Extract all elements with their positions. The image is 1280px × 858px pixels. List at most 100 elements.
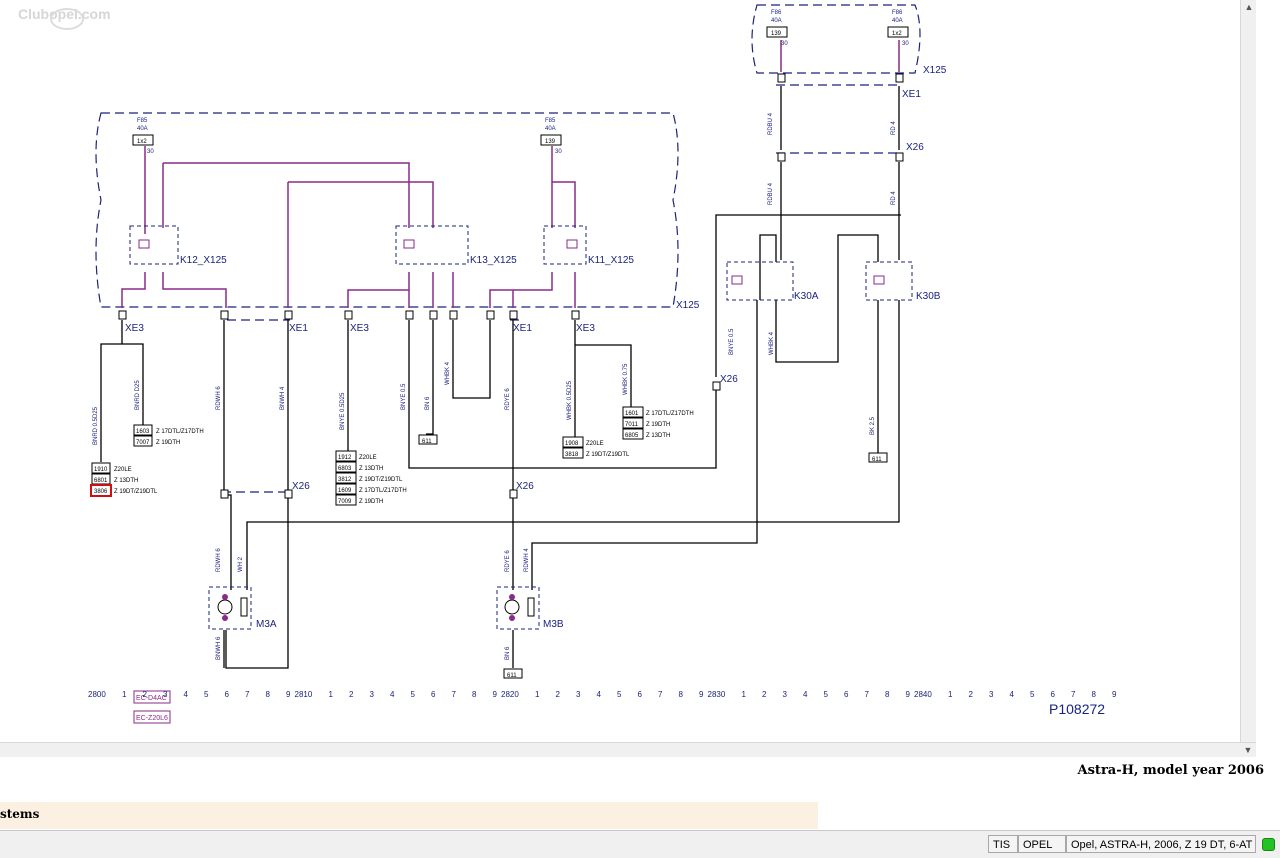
relay-label-k11: K11_X125: [588, 255, 634, 266]
motor-m3a: [208, 586, 252, 630]
option-engine: Z 19DT/Z19DTL: [586, 452, 630, 458]
fuse-pin: 30: [555, 149, 562, 155]
connector-label: X26: [292, 481, 310, 492]
equipment-tag: [133, 710, 171, 724]
scroll-up-icon[interactable]: ▲: [1244, 2, 1254, 12]
wire-label: WHBK 0.5D25: [567, 380, 573, 420]
option-engine: Z 13DTH: [114, 478, 138, 484]
ruler-label: 2840: [914, 690, 932, 699]
section-label[interactable]: stems: [0, 807, 40, 821]
ruler-digit: 2: [349, 690, 354, 699]
ruler-digit: 5: [204, 690, 209, 699]
ruler-digit: 9: [906, 690, 911, 699]
wire-label: BK 2.5: [870, 416, 876, 435]
connector-label: XE3: [350, 323, 369, 334]
connector-pins: [118, 73, 904, 499]
relay-label-k12: K12_X125: [180, 255, 227, 266]
fuse-terminal: 1x2: [892, 31, 902, 37]
ruler-digit: 9: [493, 690, 498, 699]
ruler-digit: 1: [329, 690, 334, 699]
option-engine: Z 17DTL/Z17DTH: [156, 429, 204, 435]
equipment-tag: [133, 690, 171, 704]
wire-label: RDBU 4: [768, 182, 774, 205]
wire-label: BN 6: [505, 646, 511, 660]
ground-label: 611: [422, 439, 432, 445]
option-engine: Z20LE: [359, 455, 377, 461]
option-table-2: 1603 Z 17DTL/Z17DTH 7007 Z 19DTH: [133, 424, 204, 447]
ruler-digit: 9: [1112, 690, 1117, 699]
option-engine: Z 13DTH: [646, 433, 670, 439]
option-engine: Z 13DTH: [359, 466, 383, 472]
ground-label: 611: [872, 457, 882, 463]
equipment-code: EC-Z20L6: [136, 715, 168, 722]
connection-status-icon: [1262, 838, 1275, 851]
wire-label: WHBK 4: [769, 331, 775, 355]
ruler-digit: 4: [390, 690, 395, 699]
option-engine: Z 17DTL/Z17DTH: [359, 488, 407, 494]
ground-label: 611: [507, 673, 517, 679]
ruler-digit: 8: [266, 690, 271, 699]
connector-label: X125: [676, 300, 700, 311]
fuse-name: F86: [771, 10, 782, 16]
scroll-down-icon[interactable]: ▼: [1243, 745, 1253, 755]
ruler-digit: 6: [225, 690, 230, 699]
option-table-1: 1910 Z20LE 6801 Z 13DTH 3806 Z 19DT/Z19D…: [90, 462, 158, 497]
diagram-id: P108272: [1049, 701, 1105, 717]
wire-label: WHBK 4: [445, 361, 451, 385]
connector-label: XE1: [289, 323, 308, 334]
connector-label: X26: [516, 481, 534, 492]
right-pane: [1256, 0, 1280, 830]
ruler-digit: 1: [948, 690, 953, 699]
ruler-digit: 3: [783, 690, 788, 699]
ruler-digit: 8: [679, 690, 684, 699]
option-code: 7007: [136, 440, 150, 446]
fuse-name: F85: [137, 118, 148, 124]
ruler-label: 2830: [708, 690, 726, 699]
ruler-digit: 4: [1010, 690, 1015, 699]
wire-label: RD 4: [891, 191, 897, 205]
wire-label: BNRD 0.5D25: [93, 406, 99, 445]
horizontal-scrollbar[interactable]: ▼: [0, 742, 1256, 757]
option-engine: Z20LE: [586, 441, 604, 447]
ruler-digit: 5: [411, 690, 416, 699]
option-engine: Z 19DT/Z19DTL: [359, 477, 403, 483]
ruler-digit: 3: [163, 690, 168, 699]
section-bar: [0, 802, 818, 829]
external-wiring: [100, 86, 901, 669]
relay-label-k30b: K30B: [916, 291, 941, 302]
diagram-viewer[interactable]: Clubopel.com: [0, 0, 1240, 742]
option-code: 1912: [338, 455, 352, 461]
ruler-digit: 7: [452, 690, 457, 699]
highlight-box: [90, 484, 112, 497]
ruler-digit: 7: [1071, 690, 1076, 699]
fuse-terminal: 1x2: [137, 139, 147, 145]
fuse-rating: 40A: [892, 18, 903, 24]
ruler-digit: 8: [1092, 690, 1097, 699]
wire-label: BNRD D25: [135, 380, 141, 410]
option-table-3: 1912 Z20LE 6803 Z 13DTH 3812 Z 19DT/Z19D…: [335, 450, 407, 506]
connector-label: XE3: [576, 323, 595, 334]
option-code: 1910: [94, 467, 108, 473]
wire-label: BNYE 0.5: [401, 383, 407, 410]
ruler-label: 2810: [295, 690, 313, 699]
option-engine: Z20LE: [114, 467, 132, 473]
vertical-scrollbar[interactable]: ▲: [1240, 0, 1257, 742]
option-code: 7009: [338, 499, 352, 505]
relay-label-k30a: K30A: [794, 291, 819, 302]
ruler-digit: 2: [143, 690, 148, 699]
ruler-digit: 5: [824, 690, 829, 699]
watermark-logo-icon: [50, 8, 84, 30]
equipment-code: EC-D4AC: [136, 695, 167, 702]
motor-label-m3b: M3B: [543, 619, 564, 630]
ruler-digit: 7: [658, 690, 663, 699]
ruler-digit: 7: [245, 690, 250, 699]
fuse-rating: 40A: [771, 18, 782, 24]
option-code: 6801: [94, 478, 108, 484]
wire-label: WH 2: [238, 556, 244, 572]
ruler-digit: 6: [431, 690, 436, 699]
model-title: Astra-H, model year 2006: [1077, 763, 1264, 778]
wire-label: RD 4: [891, 121, 897, 135]
fuse-pin: 30: [147, 149, 154, 155]
wire-label: RDYE 6: [505, 388, 511, 410]
